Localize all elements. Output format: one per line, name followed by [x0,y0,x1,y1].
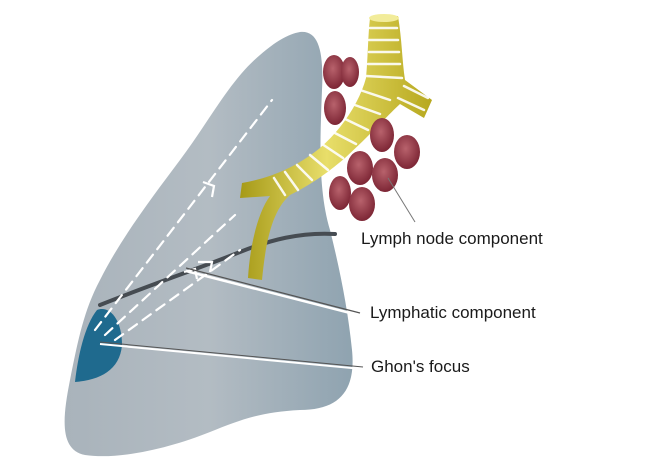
lymph-node [349,187,375,221]
lymph-node [323,55,345,89]
lymph-node [324,91,346,125]
lymph-node [370,118,394,152]
leader-line-ghon [99,341,364,370]
bronchus [240,14,432,280]
cartilage-rings [272,26,430,197]
leader-line-lymphatic [185,267,361,317]
lymphatic-line [98,231,337,307]
label-ghons-focus: Ghon's focus [371,357,470,376]
ghon-focus [75,309,122,382]
lymph-node [372,158,398,192]
lymph-node [394,135,420,169]
leader-line-lymph-node [387,177,416,223]
lymph-node [347,151,373,185]
lymph-node [329,176,351,210]
lung [64,31,353,457]
lymph-node [341,57,359,87]
dashed-arrows [93,98,274,342]
label-lymphatic-component: Lymphatic component [370,303,536,322]
lymph-nodes [323,55,420,221]
label-lymph-node-component: Lymph node component [361,229,543,248]
